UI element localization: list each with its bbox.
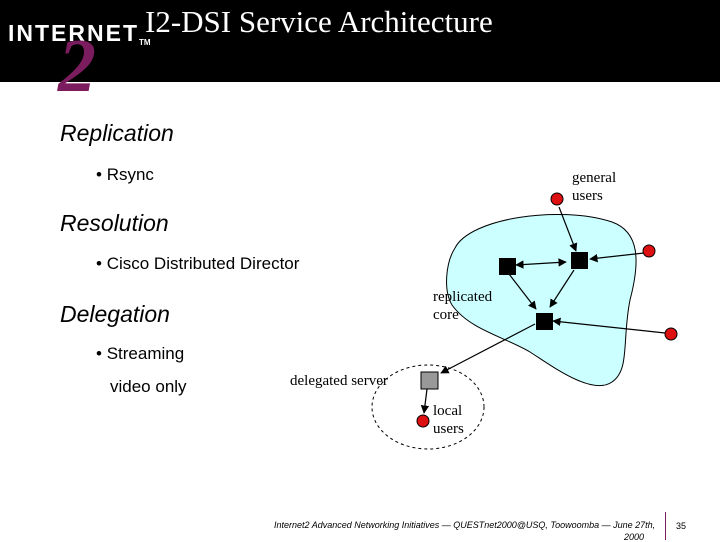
- user-node-local: [416, 414, 430, 428]
- label-line: users: [572, 188, 603, 204]
- arrow-to-delegated: [440, 323, 536, 374]
- arrow-user-top: [558, 206, 578, 252]
- label-line: users: [433, 421, 464, 437]
- arrow-right-user-2: [552, 317, 666, 334]
- local-region: [371, 364, 485, 450]
- footer-divider: [665, 512, 666, 540]
- footer-text: Internet2 Advanced Networking Initiative…: [274, 520, 656, 530]
- bullet-rsync: • Rsync: [96, 165, 154, 184]
- page-number: 35: [676, 521, 687, 531]
- core-server-bottom: [536, 313, 553, 330]
- arrow-local-user: [420, 388, 430, 414]
- label-line: replicated: [433, 289, 493, 305]
- user-node-general: [550, 192, 564, 206]
- label-replicated-core: replicated core: [433, 288, 492, 324]
- bullet-continuation: video only: [110, 377, 187, 396]
- arrow-core-diag-1: [549, 269, 575, 308]
- heading-resolution: Resolution: [60, 210, 169, 236]
- logo-number: 2: [58, 24, 96, 108]
- replicated-core-region: [446, 213, 637, 387]
- label-line: core: [433, 307, 459, 323]
- footer-text-line2: 2000: [624, 532, 645, 542]
- logo-trademark: TM: [139, 38, 151, 47]
- header-bar: INTERNETTM 2 I2-DSI Service Architecture: [0, 0, 720, 104]
- delegated-server-node: [420, 371, 439, 390]
- label-local-users: local users: [433, 402, 464, 438]
- bullet-text: Cisco Distributed Director: [106, 254, 300, 273]
- label-delegated-server: delegated server: [290, 373, 388, 389]
- label-line: local: [433, 403, 463, 419]
- slide-title: I2-DSI Service Architecture: [145, 4, 493, 39]
- user-node-right-1: [642, 244, 656, 258]
- heading-replication: Replication: [60, 120, 174, 146]
- label-general-users: general users: [572, 169, 616, 205]
- label-line: general: [572, 170, 617, 186]
- core-server-right: [571, 252, 588, 269]
- arrow-right-user-1: [589, 252, 645, 263]
- bullet-streaming: • Streaming: [96, 344, 185, 363]
- arrow-core-diag-2: [508, 273, 537, 310]
- core-server-left: [499, 258, 516, 275]
- logo-word: INTERNET: [8, 20, 139, 46]
- heading-delegation: Delegation: [60, 301, 170, 327]
- user-node-right-2: [664, 327, 678, 341]
- internet2-logo: INTERNETTM: [8, 20, 151, 47]
- bullet-text: Streaming: [106, 344, 185, 363]
- arrow-core-core: [515, 258, 567, 269]
- bullet-cisco-director: • Cisco Distributed Director: [96, 254, 300, 273]
- bullet-text: Rsync: [106, 165, 154, 184]
